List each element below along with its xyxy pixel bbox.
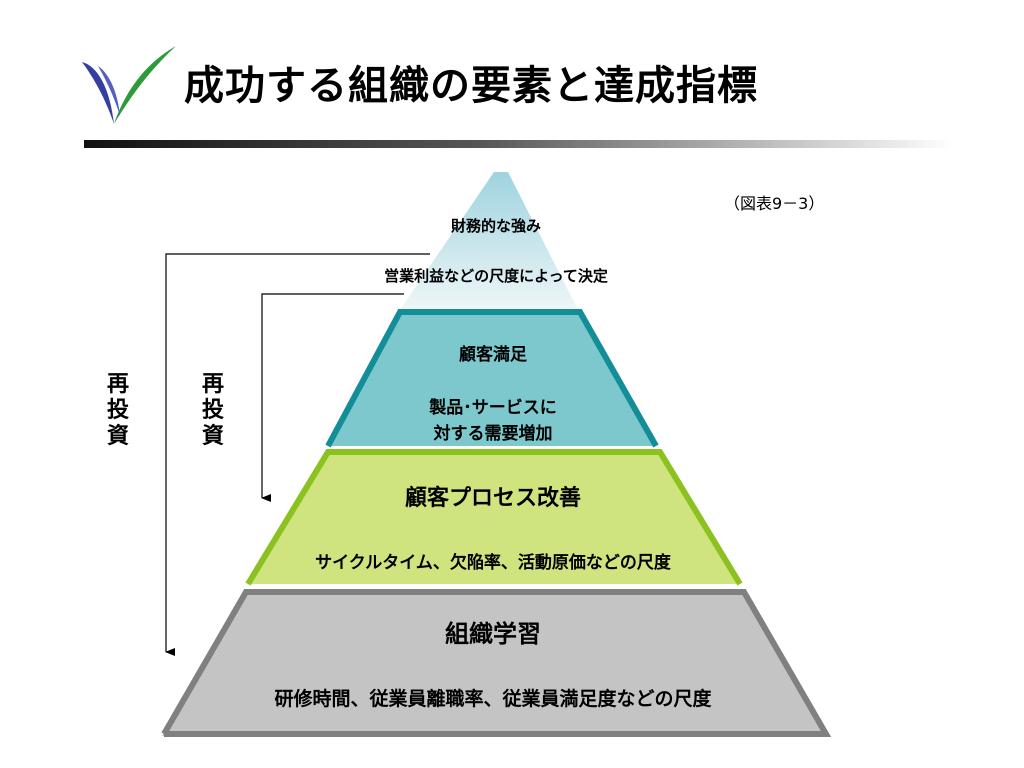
- outer-reinvest-arrow: [165, 253, 430, 656]
- outer-reinvest-label: 再投資: [106, 372, 129, 449]
- title-divider: [84, 140, 954, 148]
- tier4-heading: 組織学習: [445, 620, 541, 648]
- tier3-heading: 顧客プロセス改善: [404, 486, 582, 511]
- tier-customer-satisfaction-border: [325, 309, 659, 448]
- tier1-heading: 財務的な強み: [450, 217, 542, 235]
- inner-reinvest-arrow: [261, 293, 404, 502]
- company-logo-icon: [82, 46, 176, 124]
- tier2-detail-line2: 対する需要増加: [433, 424, 553, 444]
- tier2-heading: 顧客満足: [459, 345, 527, 365]
- tier2-detail-line1: 製品･サービスに: [429, 398, 557, 418]
- logo-blue-stroke: [82, 62, 114, 124]
- tier-customer-satisfaction-shape: [328, 310, 656, 446]
- page-title: 成功する組織の要素と達成指標: [184, 63, 758, 109]
- tier-financial-shape: [400, 172, 578, 310]
- tier-customer-process-border: [245, 449, 743, 586]
- tier1-detail: 営業利益などの尺度によって決定: [384, 267, 608, 285]
- tier-organizational-learning-shape: [162, 590, 828, 736]
- inner-reinvest-label: 再投資: [201, 372, 224, 449]
- tier4-detail: 研修時間、従業員離職率、従業員満足度などの尺度: [274, 688, 712, 710]
- tier3-detail: サイクルタイム、欠陥率、活動原価などの尺度: [315, 553, 671, 573]
- tier-customer-process-shape: [248, 450, 740, 584]
- tier-organizational-learning-border: [161, 589, 832, 737]
- figure-reference: （図表9－3）: [724, 194, 825, 213]
